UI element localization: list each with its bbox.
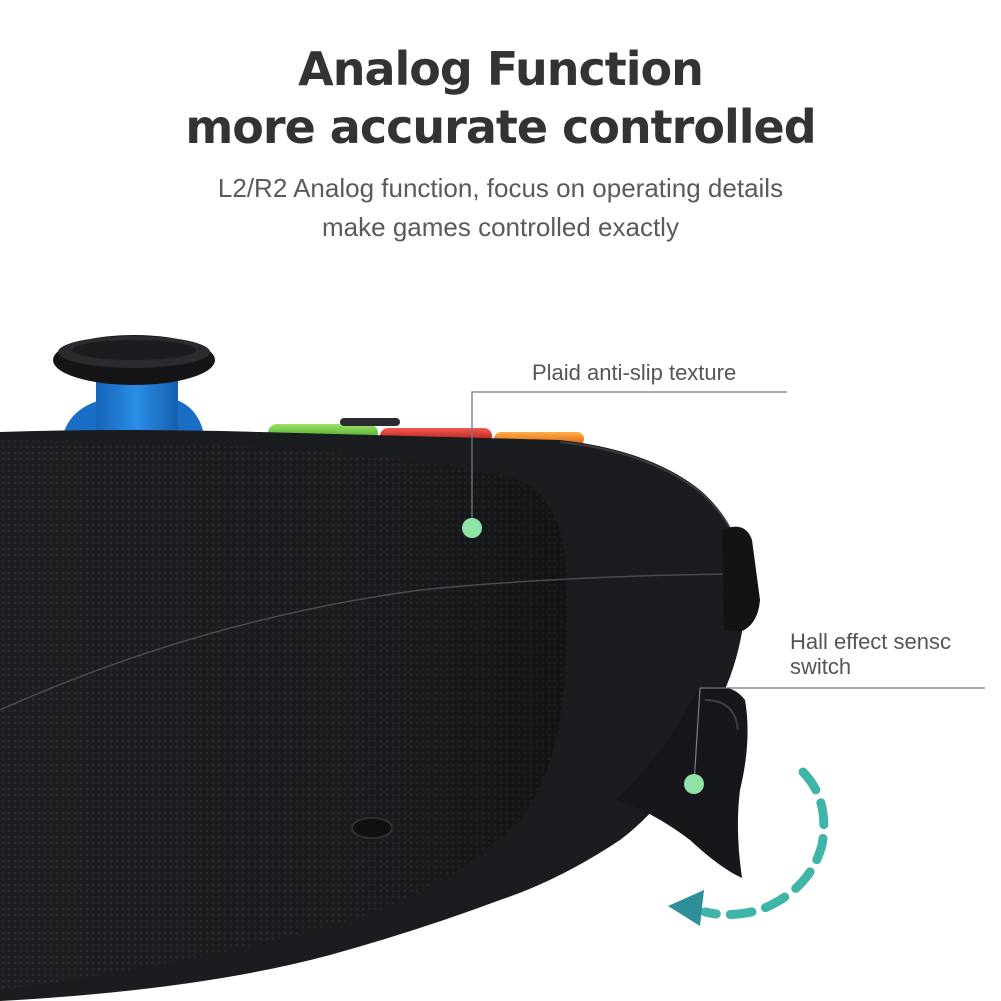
thumbstick-icon <box>53 335 215 440</box>
curved-arrow-icon <box>668 767 829 926</box>
trigger-icon <box>615 686 748 878</box>
hall-sensor-callout-marker <box>684 687 985 794</box>
texture-callout-marker <box>462 391 787 538</box>
texture-callout-label: Plaid anti-slip texture <box>532 360 737 385</box>
subtitle-line-2: make games controlled exactly <box>322 212 679 242</box>
side-bumper <box>722 526 760 632</box>
hall-sensor-label-line-1: Hall effect sensc <box>790 629 952 654</box>
title-line-1: Analog Function <box>298 42 704 96</box>
title-line-2: more accurate controlled <box>185 100 816 154</box>
hall-sensor-label-line-2: switch <box>790 654 852 679</box>
subtitle-line-1: L2/R2 Analog function, focus on operatin… <box>217 173 784 203</box>
hall-sensor-callout-label: Hall effect sensc switch <box>790 629 951 679</box>
